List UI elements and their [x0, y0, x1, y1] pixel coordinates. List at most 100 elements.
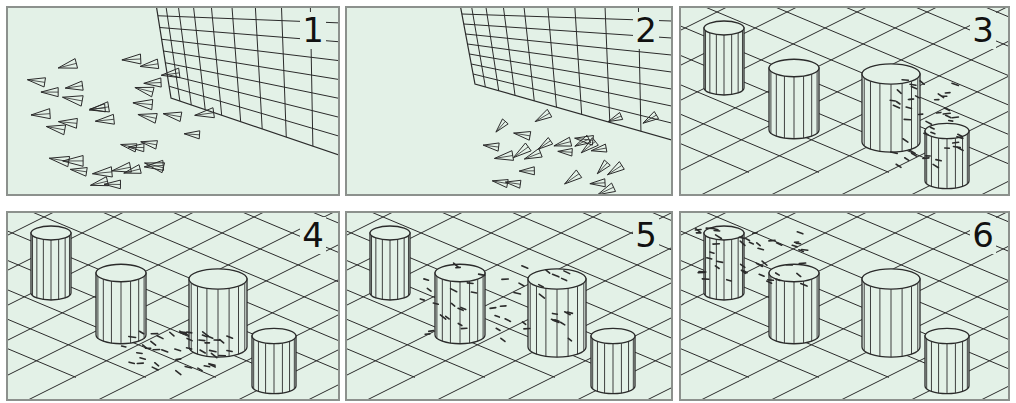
cylinder-top: [435, 264, 485, 282]
cylinder-obstacle: [925, 336, 969, 394]
boid-mark: [910, 84, 916, 85]
boid-mark: [151, 333, 157, 335]
boid-mark: [741, 264, 745, 267]
wall-grid-line: [575, 6, 582, 114]
boid-triangle: [494, 151, 513, 161]
cylinder-top: [31, 226, 71, 240]
cylinder-stripe: [69, 236, 70, 296]
boid-triangle: [138, 114, 157, 124]
boid-mark: [952, 116, 958, 118]
boid-mark: [129, 336, 136, 339]
cylinder-stripe: [436, 276, 437, 338]
boid-mark: [762, 261, 767, 265]
cylinder-stripe: [870, 286, 871, 354]
cylinder-stripe: [794, 77, 795, 139]
ground-grid-line: [6, 211, 340, 401]
cylinder-stripe: [926, 339, 927, 389]
boid-mark: [458, 323, 462, 325]
boid-mark: [522, 322, 525, 324]
boid-mark: [746, 239, 749, 241]
boid-triangle: [161, 68, 180, 78]
cylinder-stripe: [784, 281, 785, 343]
ground-grid-line: [345, 211, 625, 401]
boid-mark: [561, 322, 565, 325]
boid-triangle: [608, 112, 623, 121]
boid-mark: [524, 328, 530, 330]
boid-triangle: [124, 169, 140, 173]
cylinder-stripe: [962, 341, 963, 391]
boid-triangle: [89, 102, 109, 112]
boid-mark: [801, 284, 807, 287]
ground-grid-line: [819, 211, 1010, 377]
boid-triangle: [519, 167, 534, 175]
cylinder-obstacle: [704, 28, 744, 95]
cylinder-stripe: [955, 343, 956, 393]
cylinder-obstacle: [370, 233, 410, 300]
boid-triangle: [607, 165, 621, 174]
cylinder-stripe: [530, 283, 531, 351]
ground-grid-line: [819, 6, 1010, 172]
ground-grid-line: [345, 211, 673, 401]
cylinder-stripe: [864, 283, 865, 351]
boid-triangle: [95, 119, 114, 121]
ground-grid-line: [679, 211, 889, 401]
cylinder-stripe: [817, 71, 818, 133]
cylinder-stripe: [121, 282, 122, 344]
boid-mark: [758, 248, 763, 249]
cylinder-stripe: [938, 343, 939, 393]
boid-mark: [451, 289, 457, 292]
boid-triangle: [519, 170, 534, 171]
frame-number: 1: [300, 12, 326, 49]
boid-mark: [522, 266, 528, 268]
boid-mark: [203, 332, 209, 336]
boid-mark: [490, 307, 496, 309]
boid-triangle: [65, 86, 82, 88]
boid-mark: [551, 319, 557, 321]
boid-triangle: [492, 180, 508, 188]
cylinder-stripe: [597, 341, 598, 391]
boid-triangle: [161, 73, 179, 75]
boid-mark: [792, 245, 797, 246]
cylinder-stripe: [218, 289, 219, 357]
boid-triangle: [41, 92, 58, 93]
boid-triangle: [505, 180, 521, 188]
boid-triangle: [163, 114, 181, 117]
boid-mark: [219, 355, 226, 357]
boid-mark: [139, 331, 143, 333]
boid-mark: [706, 227, 713, 229]
cylinder-stripe: [811, 74, 812, 136]
cylinder-stripe: [870, 81, 871, 149]
cylinder-stripe: [65, 238, 66, 298]
frame-number: 2: [633, 12, 659, 49]
boid-mark: [204, 365, 209, 368]
ground-grid-line: [679, 211, 1010, 401]
cylinder-obstacle: [862, 74, 920, 152]
boid-mark: [759, 274, 764, 276]
cylinder-obstacle: [769, 273, 819, 344]
boid-mark: [930, 127, 934, 129]
cylinder-stripe: [229, 288, 230, 356]
wall-grid-line: [169, 86, 340, 137]
cylinder-obstacle: [435, 273, 485, 344]
boid-mark: [953, 146, 960, 147]
boid-mark: [716, 235, 722, 239]
cylinder-stripe: [776, 279, 777, 341]
ground-grid-line: [679, 6, 959, 196]
boid-mark: [796, 242, 800, 244]
boid-mark: [137, 362, 143, 364]
boid-triangle: [122, 58, 141, 60]
ground-grid-line: [415, 211, 673, 401]
ground-grid-line: [679, 6, 819, 172]
boid-mark: [699, 271, 706, 273]
cylinder-stripe: [36, 238, 37, 298]
boid-triangle: [538, 138, 552, 150]
screen-background: [679, 6, 1010, 196]
cylinder-stripe: [926, 134, 927, 184]
boid-mark: [802, 249, 808, 251]
boid-mark: [713, 229, 718, 230]
boid-mark: [937, 112, 941, 114]
boid-triangle: [112, 167, 131, 171]
cylinder-stripe: [197, 286, 198, 354]
boid-triangle: [27, 78, 45, 87]
